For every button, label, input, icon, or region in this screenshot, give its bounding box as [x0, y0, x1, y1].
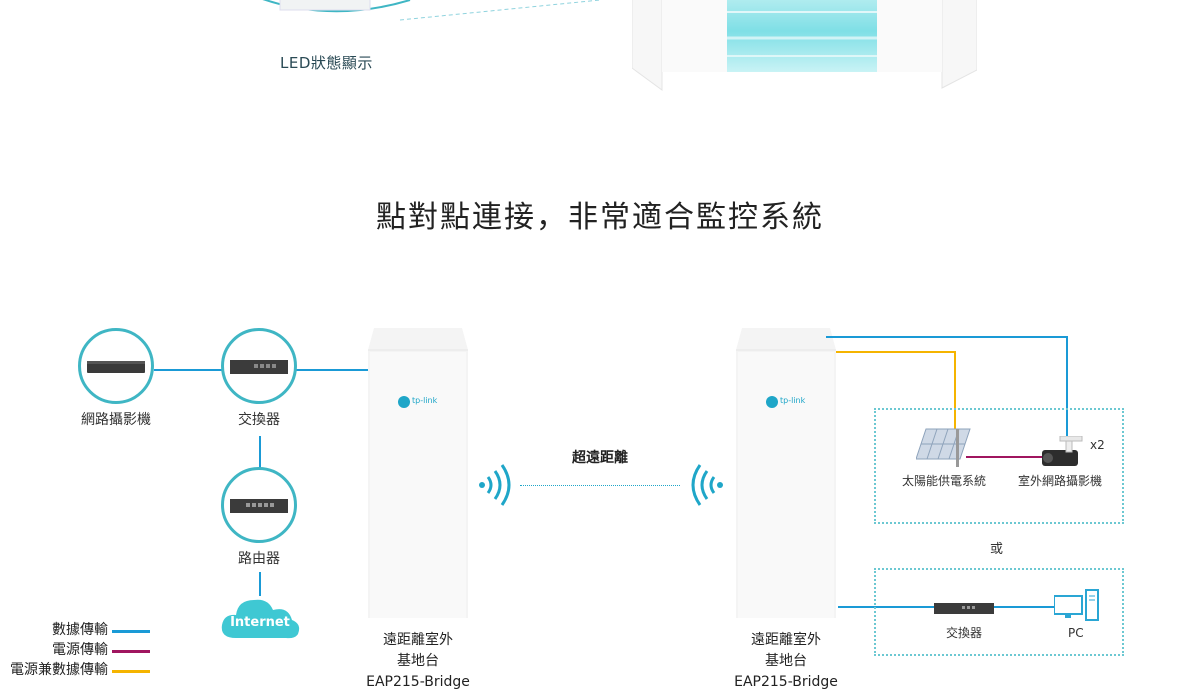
led-status-label: LED狀態顯示 [280, 54, 373, 72]
nvr-icon [87, 361, 145, 373]
router-circle [221, 467, 297, 543]
ap-right-line3: EAP215-Bridge [734, 674, 838, 690]
switch-circle [221, 328, 297, 404]
legend-swatch-data [112, 630, 150, 633]
lower-switch-icon [934, 600, 994, 614]
legend-swatch-poe [112, 670, 150, 673]
outdoor-camera-label: 室外網路攝影機 [1018, 474, 1103, 488]
router-label: 路由器 [238, 551, 280, 567]
switch-router-line [259, 436, 261, 468]
switch-icon [230, 360, 288, 374]
ap-left-device: tp-link [368, 328, 468, 618]
ap-left-line3: EAP215-Bridge [366, 674, 470, 690]
ap-right-label: 遠距離室外 基地台 EAP215-Bridge [716, 630, 856, 693]
wireless-link-line [520, 485, 680, 486]
router-icon [230, 499, 288, 513]
ap-right-line1: 遠距離室外 [751, 632, 821, 648]
ap-top-illustration [631, 0, 978, 92]
switch-ap-line [296, 369, 368, 371]
router-internet-line [259, 572, 261, 596]
legend-label-power: 電源傳輸 [52, 642, 108, 658]
wifi-signal-right-icon [474, 462, 514, 508]
legend-label-poe: 電源兼數據傳輸 [10, 662, 108, 678]
legend: 數據傳輸 電源傳輸 電源兼數據傳輸 [0, 620, 160, 684]
ap-solar-poe-line-h [836, 351, 956, 353]
solar-camera-group [874, 408, 1124, 524]
or-label: 或 [990, 542, 1004, 557]
link-distance-label: 超遠距離 [572, 450, 628, 466]
pc-icon [1053, 588, 1100, 622]
ap-right-line2: 基地台 [765, 653, 807, 669]
internet-cloud-icon: Internet [218, 592, 302, 642]
ap-camera-data-line-h [826, 336, 1068, 338]
ap-camera-data-line-v [1066, 336, 1068, 436]
camera-switch-line [154, 369, 222, 371]
pc-label: PC [1068, 626, 1084, 640]
legend-swatch-power [112, 650, 150, 653]
ap-left-label: 遠距離室外 基地台 EAP215-Bridge [348, 630, 488, 693]
ap-left-brand: tp-link [412, 396, 438, 405]
legend-item-data: 數據傳輸 [0, 620, 108, 640]
page-headline: 點對點連接，非常適合監控系統 [376, 200, 824, 235]
led-illustration [210, 0, 601, 40]
legend-label-data: 數據傳輸 [52, 622, 108, 638]
wifi-signal-left-icon [688, 462, 728, 508]
ap-right-device: tp-link [736, 328, 836, 618]
switch-label: 交換器 [238, 412, 280, 428]
legend-item-power: 電源傳輸 [0, 640, 108, 660]
camera-label: 網路攝影機 [81, 412, 151, 428]
ap-switch-line [838, 606, 936, 608]
lower-switch-label: 交換器 [946, 626, 983, 640]
ap-solar-poe-line-v [954, 351, 956, 435]
solar-camera-power-line [966, 456, 1046, 458]
camera-nvr-circle [78, 328, 154, 404]
ap-left-line2: 基地台 [397, 653, 439, 669]
switch-pc-line [992, 606, 1056, 608]
camera-multiplier: x2 [1090, 438, 1105, 452]
switch-pc-group [874, 568, 1124, 656]
solar-system-label: 太陽能供電系統 [902, 474, 987, 488]
legend-item-poe: 電源兼數據傳輸 [0, 660, 108, 680]
internet-label: Internet [230, 615, 290, 630]
ap-left-line1: 遠距離室外 [383, 632, 453, 648]
solar-panel-icon [915, 425, 974, 467]
ap-right-brand: tp-link [780, 396, 806, 405]
outdoor-camera-icon [1040, 435, 1088, 472]
